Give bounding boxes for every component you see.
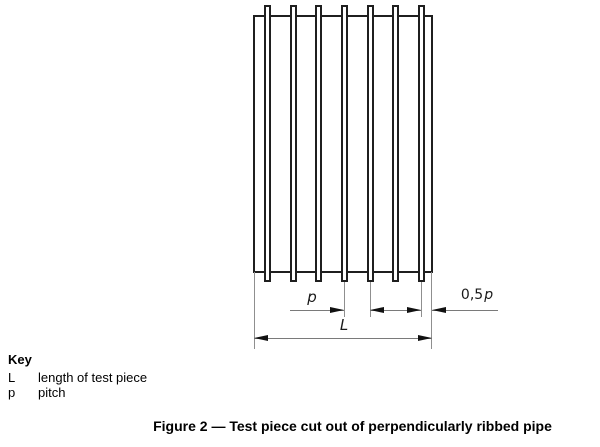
key-title: Key <box>8 352 32 367</box>
dimension-line-halfpitch-tail <box>432 310 498 311</box>
arrowhead-pitch-left <box>370 306 384 313</box>
rib <box>417 5 425 282</box>
rib <box>340 5 348 282</box>
extension-line-rib5 <box>370 282 371 317</box>
extension-line-rib7 <box>421 282 422 317</box>
rib <box>314 5 322 282</box>
rib <box>289 5 297 282</box>
pitch-label: p <box>307 288 317 306</box>
extension-line-left-edge <box>254 272 255 349</box>
key-block: Key L length of test piece p pitch <box>8 353 147 400</box>
arrowhead-length-left <box>254 334 268 341</box>
arrowhead-halfpitch-right <box>407 306 421 313</box>
rib <box>366 5 374 282</box>
rib <box>391 5 399 282</box>
key-entry-length: L length of test piece <box>8 371 147 385</box>
key-symbol-p: p <box>8 385 16 400</box>
extension-line-right-edge <box>431 272 432 349</box>
arrowhead-pitch-right <box>330 306 344 313</box>
key-description-L: length of test piece <box>38 370 148 385</box>
key-symbol-L: L <box>8 370 16 385</box>
half-pitch-value: 0,5 <box>460 287 484 303</box>
half-pitch-label: 0,5p <box>452 288 502 303</box>
dimension-line-pitch-tail <box>290 310 344 311</box>
figure-caption: Figure 2 — Test piece cut out of perpend… <box>153 418 552 434</box>
length-label: L <box>339 316 349 334</box>
key-description-p: pitch <box>38 385 66 400</box>
rib <box>263 5 271 282</box>
dimension-line-middle <box>370 310 421 311</box>
dimension-line-length <box>254 338 432 339</box>
arrowhead-length-right <box>418 334 432 341</box>
arrowhead-halfpitch-left <box>432 306 446 313</box>
half-pitch-symbol: p <box>484 287 494 303</box>
key-entry-pitch: p pitch <box>8 386 147 400</box>
extension-line-rib4 <box>344 282 345 317</box>
